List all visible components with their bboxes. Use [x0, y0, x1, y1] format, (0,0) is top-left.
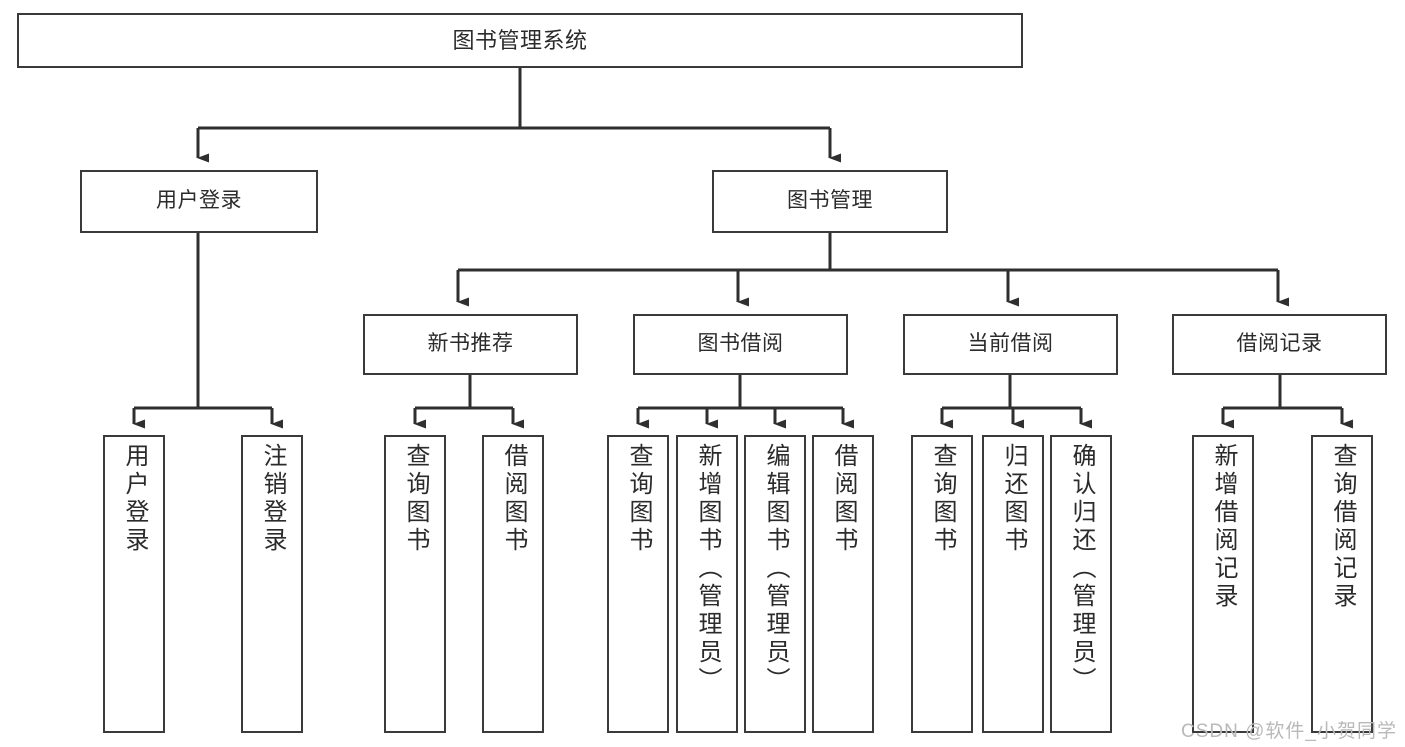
node-new-book-recommend-label: 新书推荐	[427, 332, 514, 356]
node-leaf-add-borrow-record-label: 新增借阅记录	[1210, 443, 1237, 611]
node-book-borrow-label: 图书借阅	[697, 332, 784, 356]
node-user-login[interactable]: 用户登录	[80, 170, 318, 233]
node-current-borrow-label: 当前借阅	[967, 332, 1054, 356]
node-user-login-label: 用户登录	[156, 189, 242, 213]
node-leaf-query-borrow-record[interactable]: 查询借阅记录	[1311, 435, 1373, 733]
node-root[interactable]: 图书管理系统	[17, 13, 1023, 68]
node-book-manage[interactable]: 图书管理	[712, 170, 948, 233]
node-current-borrow[interactable]: 当前借阅	[903, 314, 1118, 375]
node-leaf-confirm-return-admin[interactable]: 确认归还（管理员）	[1050, 435, 1112, 733]
node-leaf-return-book[interactable]: 归还图书	[982, 435, 1044, 733]
node-leaf-return-book-label: 归还图书	[1000, 443, 1027, 555]
node-root-label: 图书管理系统	[452, 27, 588, 53]
node-new-book-recommend[interactable]: 新书推荐	[363, 314, 578, 375]
node-leaf-query-book-3[interactable]: 查询图书	[911, 435, 973, 733]
node-leaf-user-login-label: 用户登录	[121, 443, 148, 555]
node-leaf-logout-login-label: 注销登录	[259, 443, 286, 555]
node-borrow-record-label: 借阅记录	[1236, 332, 1323, 356]
node-leaf-query-book-1-label: 查询图书	[402, 443, 429, 555]
node-leaf-logout-login[interactable]: 注销登录	[241, 435, 303, 733]
node-book-manage-label: 图书管理	[787, 189, 873, 213]
node-leaf-query-borrow-record-label: 查询借阅记录	[1329, 443, 1356, 611]
node-leaf-borrow-book-2[interactable]: 借阅图书	[812, 435, 874, 733]
node-leaf-query-book-2-label: 查询图书	[625, 443, 652, 555]
node-leaf-add-book-admin-label: 新增图书（管理员）	[694, 443, 721, 695]
node-leaf-query-book-3-label: 查询图书	[929, 443, 956, 555]
node-leaf-borrow-book-1-label: 借阅图书	[500, 443, 527, 555]
node-leaf-borrow-book-1[interactable]: 借阅图书	[482, 435, 544, 733]
node-leaf-query-book-2[interactable]: 查询图书	[607, 435, 669, 733]
node-book-borrow[interactable]: 图书借阅	[633, 314, 848, 375]
node-leaf-add-book-admin[interactable]: 新增图书（管理员）	[676, 435, 738, 733]
node-leaf-edit-book-admin-label: 编辑图书（管理员）	[762, 443, 789, 695]
node-leaf-user-login[interactable]: 用户登录	[103, 435, 165, 733]
node-borrow-record[interactable]: 借阅记录	[1172, 314, 1387, 375]
node-leaf-query-book-1[interactable]: 查询图书	[384, 435, 446, 733]
node-leaf-edit-book-admin[interactable]: 编辑图书（管理员）	[744, 435, 806, 733]
watermark-text: CSDN @软件_小贺同学	[1181, 721, 1397, 742]
node-leaf-borrow-book-2-label: 借阅图书	[830, 443, 857, 555]
node-leaf-add-borrow-record[interactable]: 新增借阅记录	[1192, 435, 1254, 733]
node-leaf-confirm-return-admin-label: 确认归还（管理员）	[1068, 443, 1095, 695]
